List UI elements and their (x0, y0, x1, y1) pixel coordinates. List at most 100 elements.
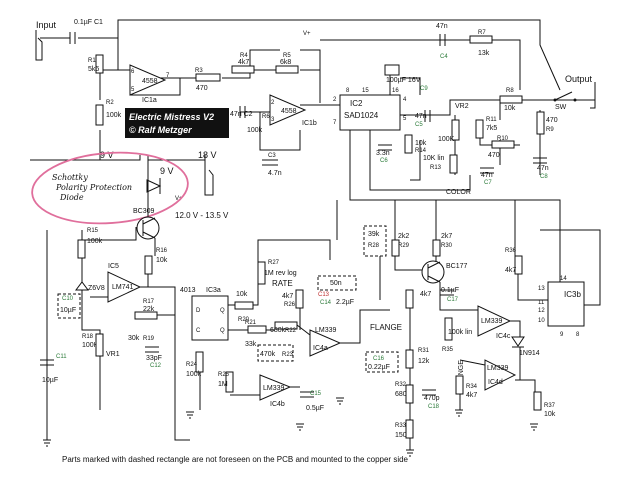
ic4b-comparator: LM339 IC4b (259, 374, 292, 408)
ic4d-part: LM339 (487, 365, 509, 372)
r2-label: R2 (106, 100, 114, 106)
c5-value: 47n (415, 113, 427, 120)
ground-symbols (43, 397, 538, 457)
cap-c8: 47n C8 (533, 157, 549, 180)
svg-text:8: 8 (576, 332, 580, 338)
resistor-r36: R36 4k7 (505, 248, 523, 275)
svg-text:C: C (196, 328, 201, 334)
cap-c14: C14 2.2µF (320, 299, 354, 306)
footer-note: Parts marked with dashed rectangle are n… (62, 455, 409, 464)
resistor-r14: 10k R14 (404, 134, 427, 154)
r35-value: 100k lin (448, 329, 472, 336)
svg-text:13: 13 (538, 286, 545, 292)
svg-text:Q: Q (220, 328, 225, 334)
c6-value: 3.3n (376, 150, 390, 157)
r4-value: 4k7 (238, 59, 249, 66)
r4-label: R4 (240, 53, 248, 59)
resistor-r1: R1 5k6 (88, 54, 104, 74)
c4-label: C4 (440, 54, 448, 60)
ic1a-opamp: 65 7 4558 IC1a (129, 64, 170, 104)
c1-label: 0.1µF C1 (74, 19, 103, 26)
resistor-r2: R2 100k (95, 100, 122, 126)
c10-label: C10 (62, 296, 74, 302)
resistor-r8: R8 10k (499, 88, 523, 112)
r33-value: 150 (395, 432, 407, 439)
r30-label: R30 (441, 243, 453, 249)
resistor-r4: R4 4k7 (231, 53, 255, 74)
r19-label: R19 (143, 336, 155, 342)
ic1a-label: IC1a (142, 97, 157, 104)
ic4c-comparator: LM339 IC4c (477, 305, 512, 340)
resistor-r6: R6 100k (247, 114, 270, 134)
r9-value: 470 (546, 117, 558, 124)
flange-r-value: 4k7 (420, 291, 431, 298)
svg-text:8: 8 (346, 88, 350, 94)
d1-label: 1N914 (519, 350, 540, 357)
ic4b-part: LM339 (263, 385, 285, 392)
resistor-r16: R16 10k (144, 248, 168, 275)
resistor-r11: R11 7k5 (475, 117, 497, 139)
supply-range-label: 12.0 V - 13.5 V (175, 211, 229, 220)
bc177-label: BC177 (446, 263, 468, 270)
resistor-r19: 30k R19 (128, 335, 155, 342)
c10-value: 10µF (60, 307, 76, 314)
resistor-r10: R10 470 (488, 136, 515, 159)
c5-label: C5 (415, 122, 423, 128)
r8-label: R8 (506, 88, 514, 94)
svg-text:D: D (196, 308, 201, 314)
r36-label: R36 (505, 248, 517, 254)
c16-value: 0.22µF (368, 364, 390, 371)
vr1-label: VR1 (106, 351, 120, 358)
cap-c6: 3.3n C6 (376, 144, 392, 164)
c11-value: 10µF (42, 377, 58, 384)
c12-label: C12 (150, 363, 162, 369)
svg-text:5: 5 (403, 116, 407, 122)
c18-value: 470p (424, 395, 440, 402)
r35-label: R35 (442, 347, 454, 353)
c8-value: 47n (537, 165, 549, 172)
c14-value: 2.2µF (336, 299, 354, 306)
cap-c17: 0.1µF C17 (440, 287, 459, 303)
r6-label: R6 (262, 114, 270, 120)
r25-value: 1M (218, 381, 228, 388)
output-label: Output (565, 74, 593, 84)
r21-label: R21 (245, 320, 257, 326)
svg-text:5: 5 (131, 87, 135, 93)
v9a-label: 9 V (100, 150, 114, 160)
c15-label: C15 (310, 391, 322, 397)
cap-c2: 47n C2 (230, 106, 253, 118)
svg-text:9: 9 (560, 332, 564, 338)
svg-text:7: 7 (166, 73, 170, 79)
cap-c7: 47n C7 (480, 167, 494, 186)
r30-value: 2k7 (441, 233, 452, 240)
r23-value: 470k (260, 351, 276, 358)
vplus-label-mid: V+ (175, 196, 183, 202)
resistor-r34: R34 4k7 (455, 375, 478, 399)
bc309-label: BC309 (133, 208, 155, 215)
ic5-part: LM741 (112, 284, 134, 291)
r28-value: 39k (368, 231, 380, 238)
output-jack: Output (565, 74, 596, 109)
svg-text:7: 7 (333, 120, 337, 126)
c9-label: C9 (420, 86, 428, 92)
c3-label: C3 (268, 153, 276, 159)
cap-c12: 33pF C12 (145, 346, 162, 369)
c7-value: 47n (481, 172, 493, 179)
transistor-bc309: BC309 (133, 208, 160, 240)
annotation-line2: Polarity Protection (55, 183, 132, 192)
r2-value: 100k (106, 112, 122, 119)
r13-value: 10K lin (423, 155, 445, 162)
ic3b-label: IC3b (564, 290, 581, 299)
r3-value: 470 (196, 85, 208, 92)
resistor-r17: R17 22k (134, 299, 158, 320)
ic4a-label: IC4a (313, 345, 328, 352)
ic4d-label: IC4d (488, 379, 503, 386)
r5-label: R5 (283, 53, 291, 59)
ic5-label: IC5 (108, 263, 119, 270)
r10-label: R10 (497, 136, 509, 142)
svg-text:2: 2 (271, 100, 275, 106)
ic1b-part: 4558 (281, 108, 297, 115)
